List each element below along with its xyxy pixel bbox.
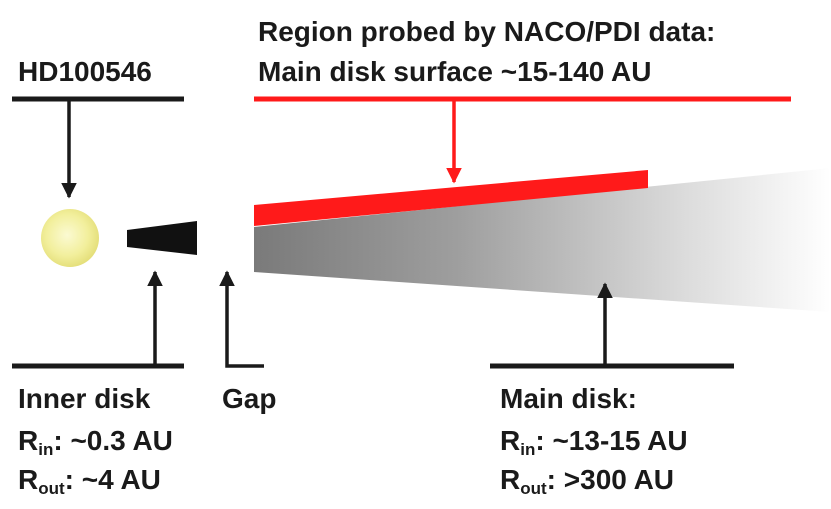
inner-disk <box>127 221 197 255</box>
gap-pointer-arrow <box>219 270 264 368</box>
inner-disk-rout-subscript: out <box>38 479 65 498</box>
main-disk-rin: Rin: ~13-15 AU <box>500 425 688 459</box>
region-label-line1: Region probed by NACO/PDI data: <box>258 16 716 47</box>
main-disk-rin-symbol: R <box>500 425 521 456</box>
main-disk-title: Main disk: <box>500 383 637 414</box>
main-disk-rin-value: : ~13-15 AU <box>535 425 688 456</box>
gap-title: Gap <box>222 383 277 414</box>
inner-disk-rout: Rout: ~4 AU <box>18 464 161 498</box>
inner-disk-rin: Rin: ~0.3 AU <box>18 425 173 459</box>
inner-disk-rin-symbol: R <box>18 425 39 456</box>
disk-surface-band <box>254 170 648 226</box>
main-disk-rout: Rout: >300 AU <box>500 464 675 498</box>
inner-disk-rin-value: : ~0.3 AU <box>53 425 173 456</box>
region-label-line2: Main disk surface ~15-140 AU <box>258 56 652 87</box>
main-disk-rout-symbol: R <box>500 464 521 495</box>
main-disk-rout-subscript: out <box>520 479 547 498</box>
inner-disk-title: Inner disk <box>18 383 151 414</box>
main-disk-rout-value: : >300 AU <box>546 464 675 495</box>
inner-disk-rout-value: : ~4 AU <box>64 464 161 495</box>
inner-disk-rin-subscript: in <box>38 440 54 459</box>
main-disk-rin-subscript: in <box>520 440 536 459</box>
main-disk <box>254 168 831 312</box>
inner-disk-rout-symbol: R <box>18 464 39 495</box>
star-label: HD100546 <box>18 56 152 87</box>
star <box>41 209 99 267</box>
